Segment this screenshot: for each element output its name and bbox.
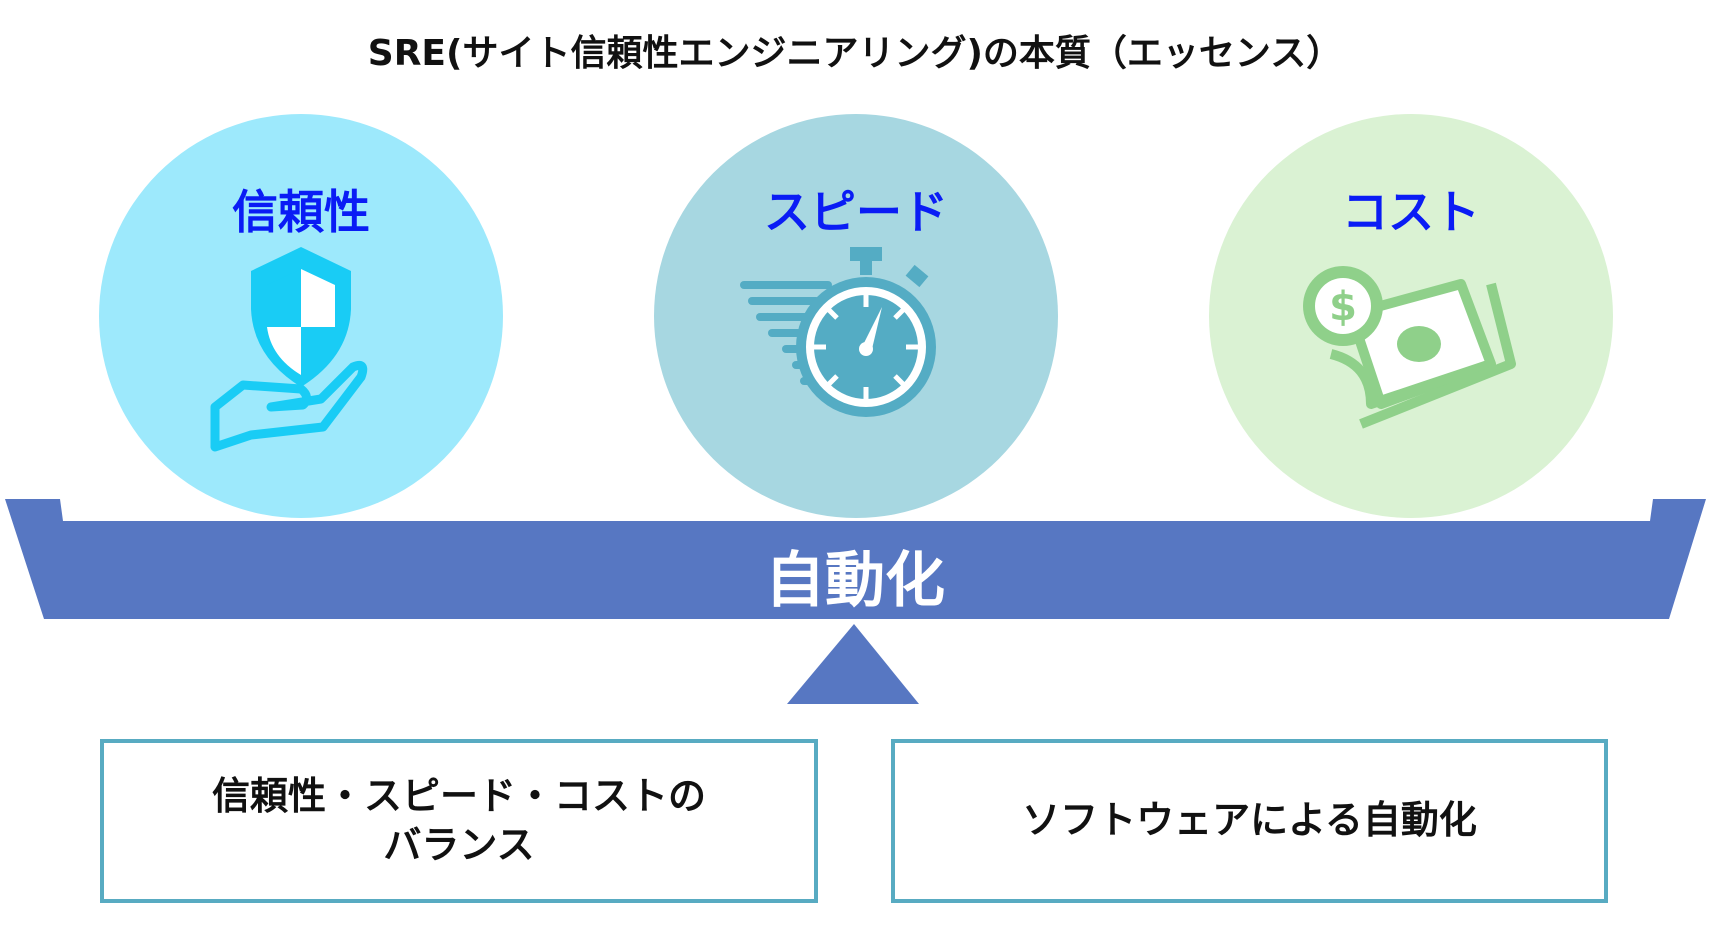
- pillar-speed: スピード: [654, 114, 1058, 518]
- box-text-line: 信頼性・スピード・コストの: [211, 773, 706, 818]
- pillar-label: 信頼性: [232, 185, 370, 239]
- pillar-label: コスト: [1342, 185, 1480, 239]
- box-text-line: ソフトウェアによる自動化: [1022, 798, 1477, 843]
- balance-box: 信頼性・スピード・コストの バランス: [100, 739, 818, 903]
- beam-bar: [5, 499, 1706, 619]
- diagram-title: SRE(サイト信頼性エンジニアリング)の本質（エッセンス）: [367, 33, 1343, 74]
- stopwatch-icon: [740, 247, 936, 417]
- pillar-label: スピード: [764, 185, 948, 239]
- pillar-reliability: 信頼性: [99, 114, 503, 518]
- svg-text:$: $: [1329, 284, 1357, 330]
- automation-box: ソフトウェアによる自動化: [891, 739, 1608, 903]
- fulcrum-triangle: [787, 624, 919, 704]
- money-icon: $: [1303, 266, 1516, 429]
- pillar-cost: コスト $: [1209, 114, 1613, 518]
- beam-label: 自動化: [765, 546, 945, 616]
- shield-hand-icon: [210, 247, 368, 452]
- box-text-line: バランス: [383, 823, 535, 867]
